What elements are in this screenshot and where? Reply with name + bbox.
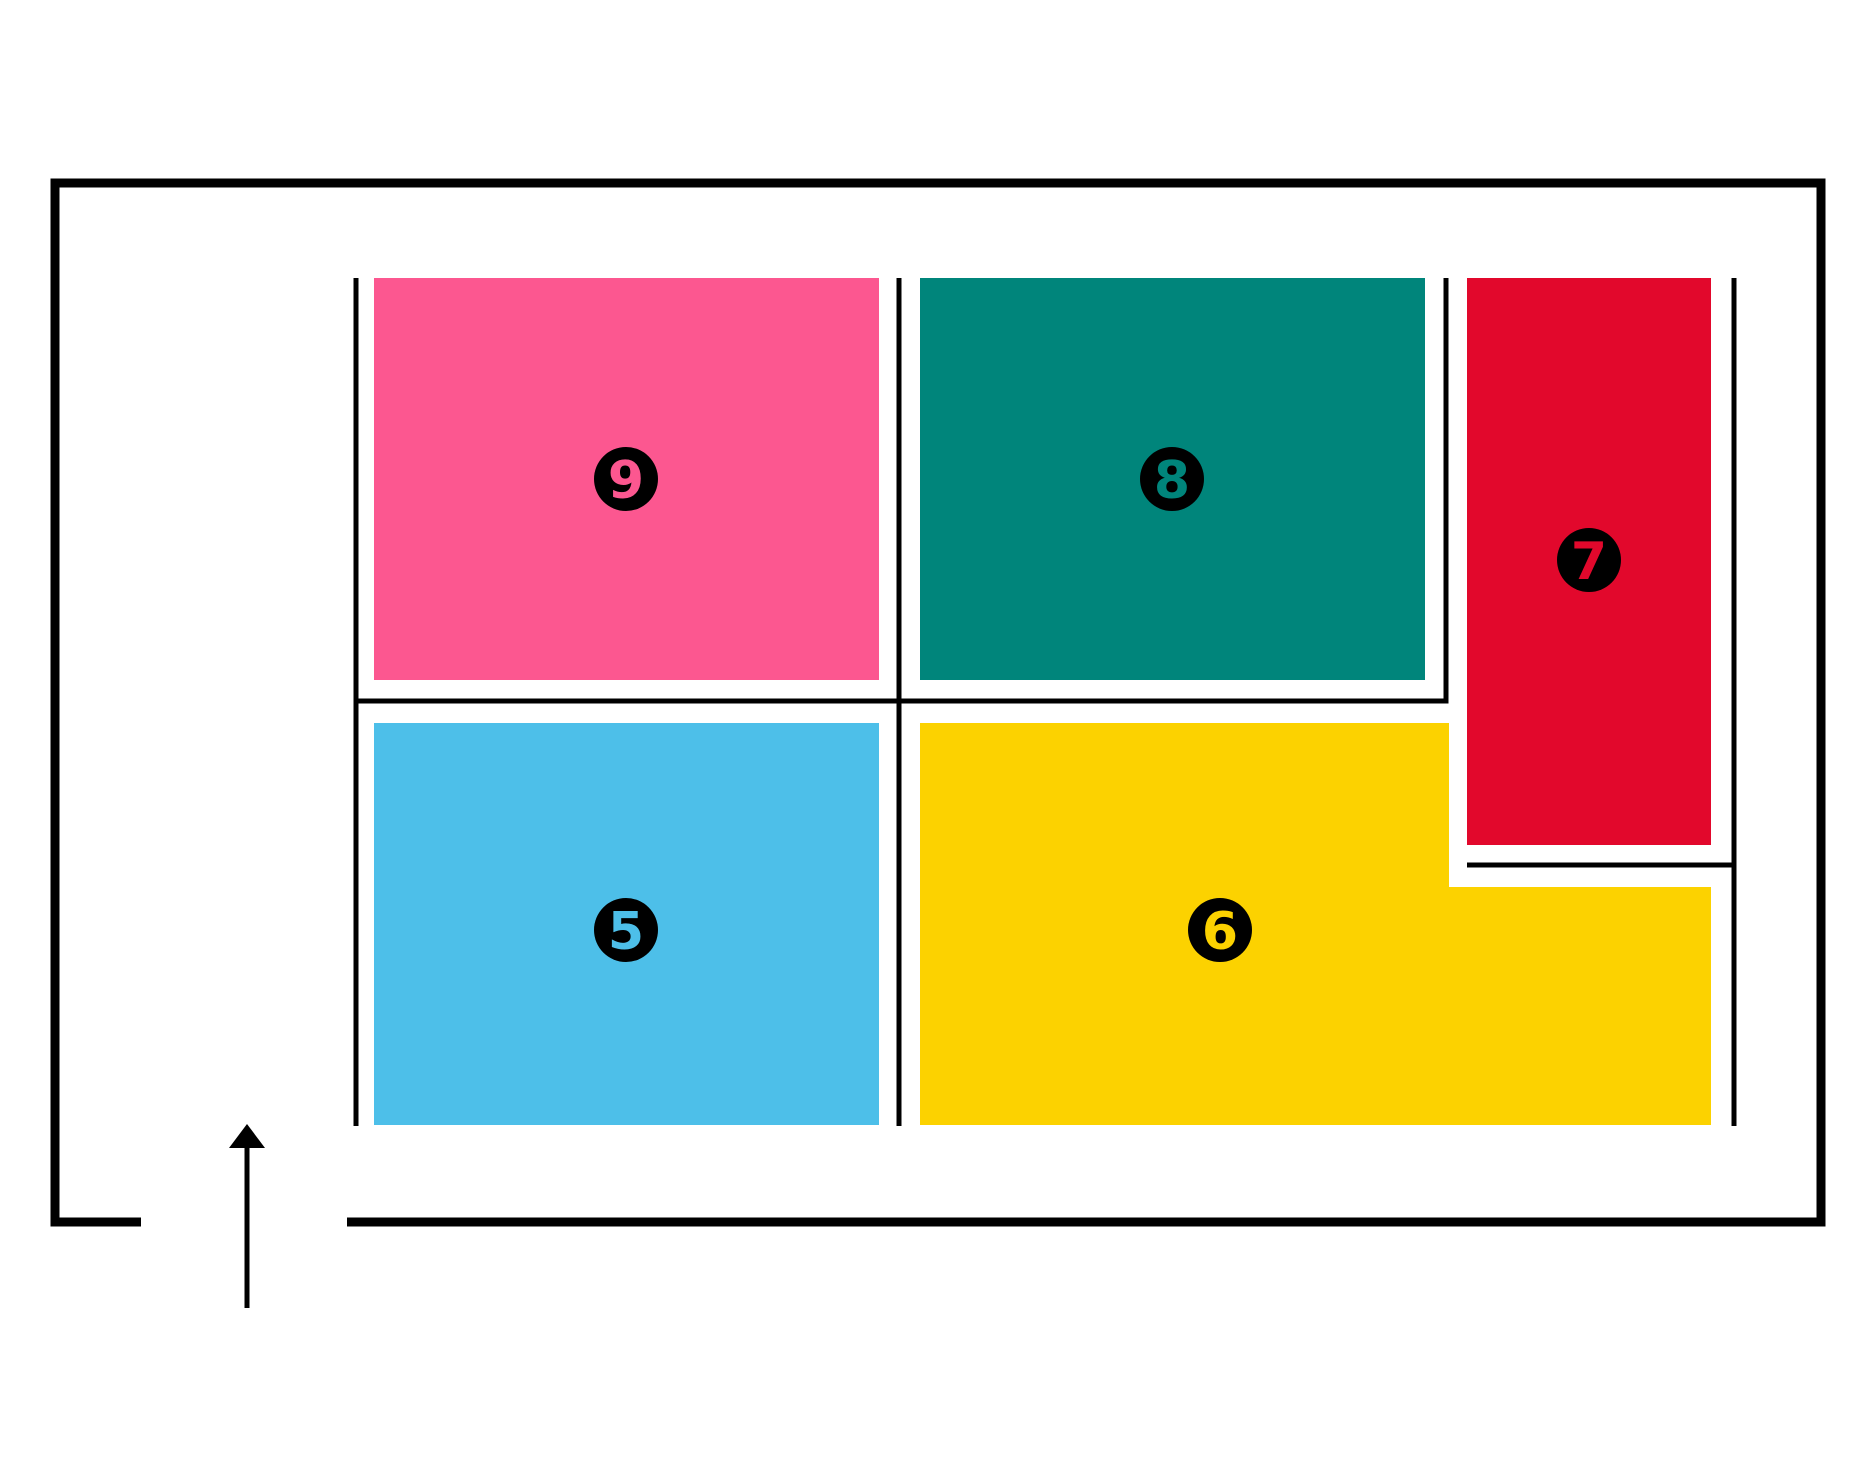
zone-6-badge: 6 — [1188, 898, 1252, 962]
partition-lines — [353, 278, 1737, 1126]
partition-top-row-bottom — [356, 278, 1449, 704]
zone-9-badge: 9 — [594, 447, 658, 511]
zone-5-number: 5 — [608, 902, 644, 962]
zone-5-badge-circle — [594, 898, 658, 962]
zone-7-badge: 7 — [1557, 528, 1621, 592]
zone-6-number: 6 — [1202, 902, 1238, 962]
zone-9-badge-circle — [594, 447, 658, 511]
zone-8-number: 8 — [1154, 451, 1190, 511]
zone-7-number: 7 — [1571, 532, 1607, 592]
zone-6-area — [920, 723, 1711, 1125]
outer-walls — [50, 178, 1826, 1227]
zone-9-number: 9 — [608, 451, 644, 511]
entrance-arrow-head — [229, 1124, 265, 1148]
outer-wall-main — [50, 178, 1826, 1227]
up-arrow-icon — [229, 1124, 265, 1308]
zone-8-badge: 8 — [1140, 447, 1204, 511]
zone-5-badge: 5 — [594, 898, 658, 962]
zone-badges: 9 8 7 5 6 — [594, 447, 1621, 962]
zone-6-badge-circle — [1188, 898, 1252, 962]
zone-8-badge-circle — [1140, 447, 1204, 511]
zone-7-badge-circle — [1557, 528, 1621, 592]
